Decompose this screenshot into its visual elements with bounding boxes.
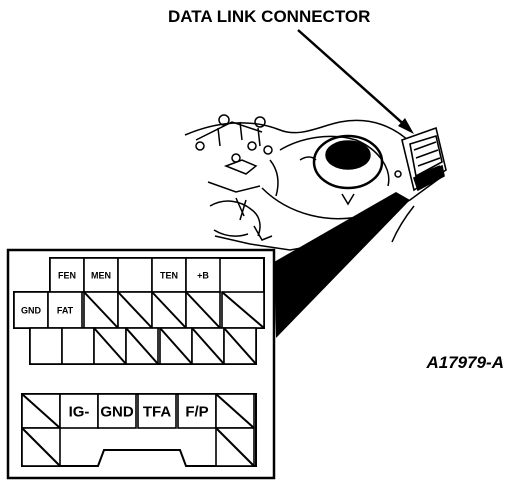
pin-label: TEN xyxy=(160,270,178,280)
pin-label: F/P xyxy=(185,404,208,421)
unused-pin-slash xyxy=(21,393,61,429)
connector-pin-cell xyxy=(185,257,221,293)
unused-pin-slash xyxy=(215,427,255,467)
unused-pin-slash xyxy=(83,291,119,329)
pin-label: TFA xyxy=(143,404,171,421)
pin-label: GND xyxy=(100,404,134,421)
connector-pin-cell xyxy=(97,393,137,429)
pin-label: IG- xyxy=(69,404,90,421)
connector-pin-cell xyxy=(29,327,63,365)
unused-pin-slash xyxy=(125,327,159,365)
connector-pin-cell xyxy=(59,393,99,429)
connector-pin-cell xyxy=(83,257,119,293)
unused-pin-slash xyxy=(191,327,225,365)
connector-pin-cell xyxy=(117,257,153,293)
connector-block xyxy=(401,126,447,192)
callout-wedge xyxy=(274,192,410,338)
unused-pin-slash xyxy=(215,393,255,429)
connector-pin-cell xyxy=(137,393,177,429)
engine-bay-illustration xyxy=(184,114,442,251)
figure-id: A17979-A xyxy=(426,353,505,372)
unused-pin-slash xyxy=(151,291,187,329)
unused-pin-slash xyxy=(159,327,193,365)
pin-label: MEN xyxy=(91,270,111,280)
unused-pin-slash xyxy=(21,427,61,467)
pin-label: +B xyxy=(197,270,209,280)
unused-pin-slash xyxy=(117,291,153,329)
unused-pin-slash xyxy=(93,327,127,365)
pin-label: FEN xyxy=(58,270,76,280)
unused-pin-slash xyxy=(185,291,221,329)
leader-arrow xyxy=(297,29,414,134)
connector-pin-cell xyxy=(13,291,49,329)
pin-label: FAT xyxy=(57,305,74,315)
unused-pin-slash xyxy=(223,327,257,365)
diagram-title: DATA LINK CONNECTOR xyxy=(168,7,370,26)
connector-pin-cell xyxy=(61,327,95,365)
pin-label: GND xyxy=(21,305,42,315)
unused-pin-slash xyxy=(221,291,265,329)
